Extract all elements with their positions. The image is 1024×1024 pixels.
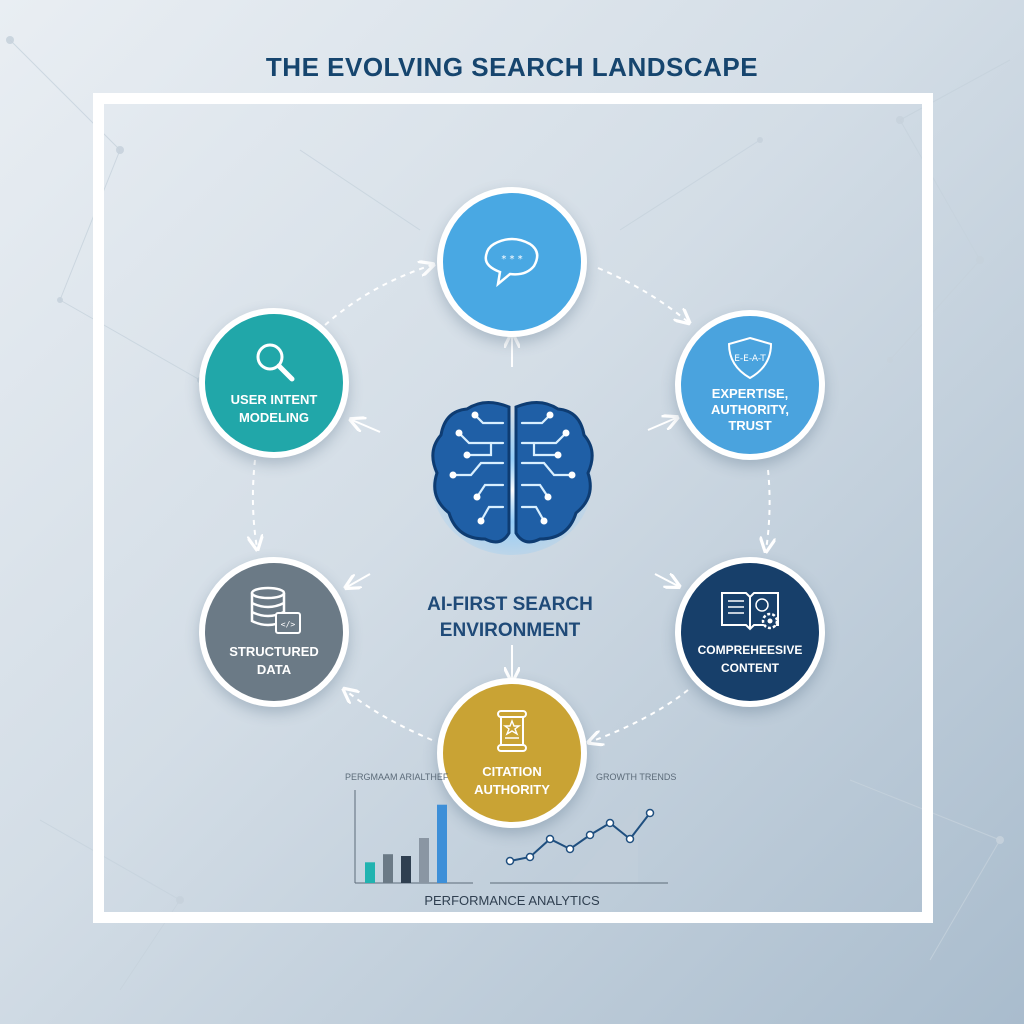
bar-chart-caption: PERGMAAM ARIALTHEF	[345, 772, 449, 782]
brain-circuit-icon	[431, 401, 594, 555]
bar-1	[365, 862, 375, 883]
node-expertise-authority-trust: E-E-A-T EXPERTISE, AUTHORITY, TRUST	[675, 310, 825, 460]
center-line2: ENVIRONMENT	[439, 620, 581, 641]
magnifier-icon	[256, 343, 295, 382]
bar-chart	[354, 790, 473, 884]
page-title: THE EVOLVING SEARCH LANDSCAPE	[265, 52, 759, 82]
line-chart-area	[570, 805, 638, 883]
chat-bubble-icon: * * *	[484, 237, 539, 288]
svg-text:</>: </>	[281, 620, 296, 629]
eeat-badge: E-E-A-T	[734, 354, 766, 364]
growth-line	[509, 812, 651, 862]
eeat-line1: EXPERTISE,	[711, 386, 789, 401]
growth-point-7	[625, 834, 635, 844]
svg-text:* * *: * * *	[501, 254, 522, 265]
growth-point-1	[505, 856, 515, 866]
performance-analytics-caption: PERFORMANCE ANALYTICS	[424, 893, 600, 908]
arrow-intent-to-top	[324, 265, 432, 326]
growth-point-3	[545, 834, 555, 844]
arrow-structured-to-intent	[253, 459, 257, 548]
bar-5	[437, 804, 447, 883]
diagram-frame	[93, 93, 933, 923]
arrow-content-to-citation	[590, 689, 689, 742]
book-gear-icon	[721, 592, 779, 631]
structured-line2: DATA	[256, 662, 292, 677]
eeat-line3: TRUST	[728, 418, 772, 433]
eeat-line2: AUTHORITY,	[711, 402, 789, 417]
citation-line1: CITATION	[482, 764, 542, 779]
arrow-citation-to-structured	[345, 690, 433, 741]
structured-line1: STRUCTURED	[229, 644, 319, 659]
growth-point-5	[585, 830, 595, 840]
line-chart-caption: GROWTH TRENDS	[596, 772, 677, 782]
user-intent-line2: MODELING	[238, 410, 310, 425]
arrow-brain-to-structured	[347, 573, 371, 587]
node-conversational-search: * * *	[437, 187, 587, 337]
scroll-star-icon	[497, 710, 527, 752]
arrow-brain-to-eeat	[647, 418, 676, 431]
center-line1: AI-FIRST SEARCH	[427, 594, 593, 615]
node-comprehensive-content: COMPREHEESIVE CONTENT	[675, 557, 825, 707]
arrow-brain-to-content	[654, 574, 678, 586]
user-intent-line1: USER INTENT	[230, 392, 318, 407]
citation-line2: AUTHORITY	[474, 782, 550, 797]
growth-point-6	[605, 818, 615, 828]
database-code-icon: </>	[250, 586, 301, 634]
comprehensive-line2: CONTENT	[720, 661, 779, 675]
arrow-brain-to-intent	[352, 420, 381, 433]
node-user-intent-modeling: USER INTENT MODELING	[199, 308, 349, 458]
bar-3	[401, 856, 411, 883]
growth-point-2	[525, 852, 535, 862]
arrow-eeat-to-content	[766, 469, 770, 550]
arrow-top-to-eeat	[597, 267, 688, 322]
line-chart	[490, 805, 668, 884]
center-label: AI-FIRST SEARCH ENVIRONMENT	[390, 592, 630, 644]
comprehensive-line1: COMPREHEESIVE	[697, 643, 803, 657]
shield-icon: E-E-A-T	[727, 336, 773, 380]
bar-2	[383, 854, 393, 883]
node-structured-data: </> STRUCTURED DATA	[199, 557, 349, 707]
node-citation-authority: CITATION AUTHORITY	[437, 678, 587, 828]
growth-point-4	[565, 844, 575, 854]
growth-point-8	[645, 808, 655, 818]
bar-4	[419, 838, 429, 883]
